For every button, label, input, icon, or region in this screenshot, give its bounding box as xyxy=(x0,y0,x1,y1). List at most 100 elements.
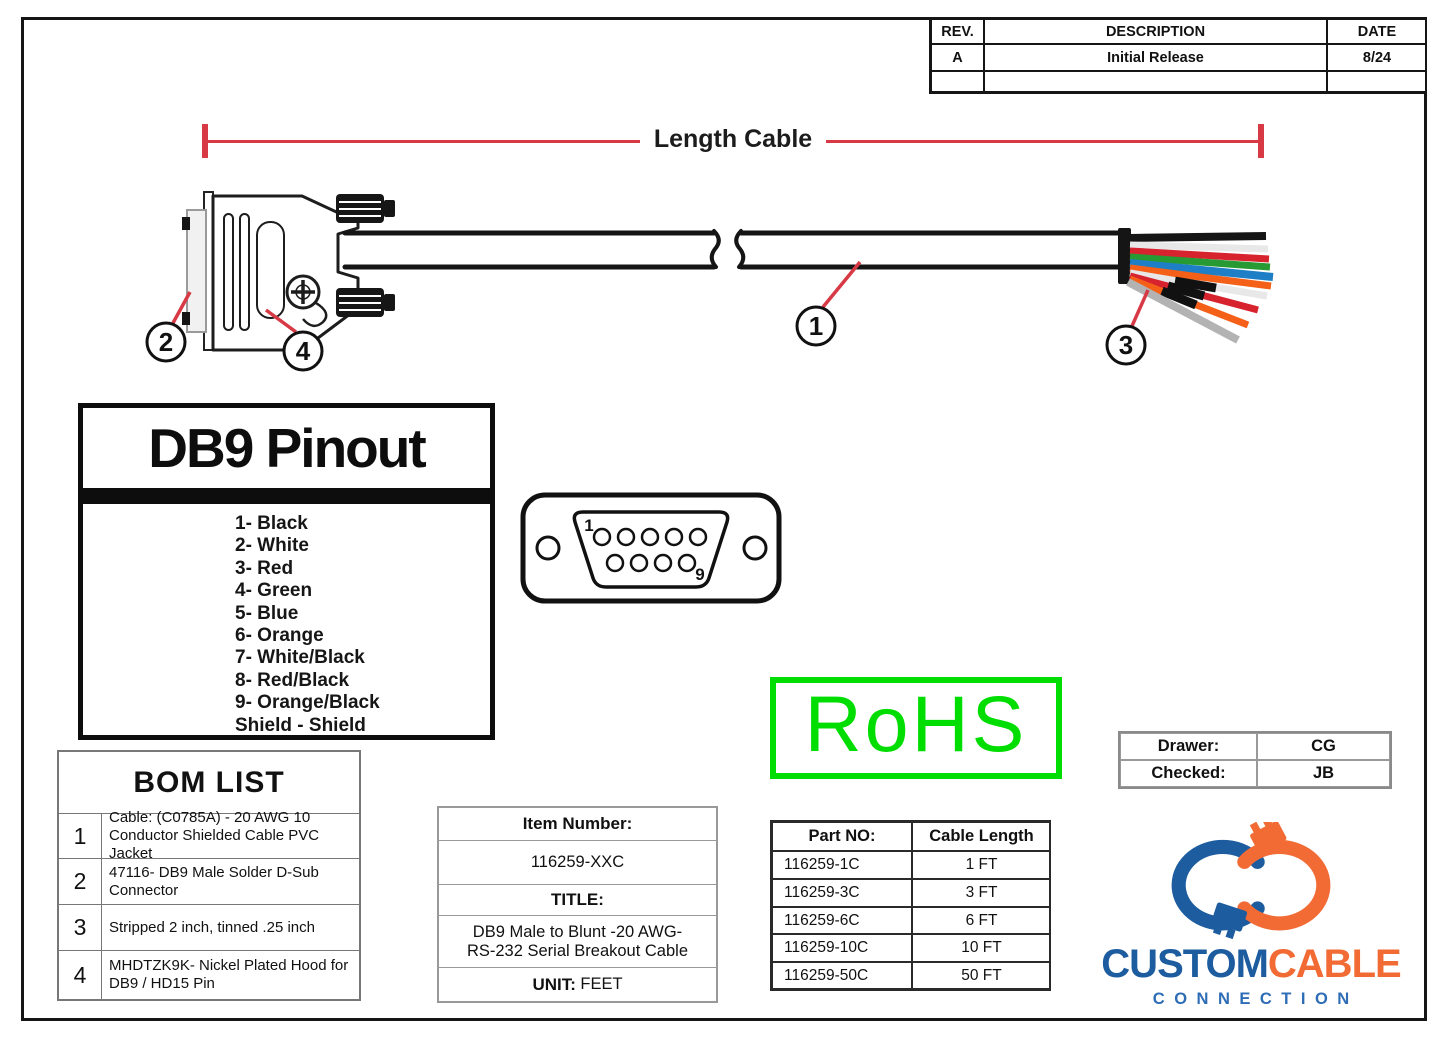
mounting-hole-right xyxy=(742,535,768,561)
rev-row-rev: A xyxy=(931,44,984,71)
cable-length: 50 FT xyxy=(912,962,1051,989)
pinout-line-5: 5- Blue xyxy=(235,602,299,624)
company-logo: CUSTOMCABLE CONNECTION xyxy=(1085,822,1417,1020)
rev-empty-date xyxy=(1327,71,1427,92)
pinout-divider-band xyxy=(83,488,490,504)
bom-item-desc: 47116- DB9 Male Solder D-Sub Connector xyxy=(102,859,359,905)
strain-relief-loop xyxy=(302,301,328,328)
rohs-badge: RoHS xyxy=(770,677,1062,779)
pinout-line-shield: Shield - Shield xyxy=(235,714,366,736)
cable-assembly-drawing: 2 4 1 3 xyxy=(145,191,1274,372)
pinout-line-9: 9- Orange/Black xyxy=(235,692,380,714)
rev-empty-description xyxy=(984,71,1327,92)
wire-blue xyxy=(1129,259,1274,281)
wire-white-black-stripe xyxy=(1174,276,1217,293)
orange-plug xyxy=(1249,822,1287,854)
bom-table: BOM LIST 1 Cable: (C0785A) - 20 AWG 10 C… xyxy=(57,750,361,1001)
drawer-value: CG xyxy=(1257,733,1390,760)
pinout-list: 1- Black 2- White 3- Red 4- Green 5- Blu… xyxy=(83,504,490,737)
part-no-header: Part NO: xyxy=(772,822,912,851)
checked-value: JB xyxy=(1257,760,1390,787)
revision-table: REV. DESCRIPTION DATE A Initial Release … xyxy=(929,17,1427,94)
rev-empty-rev xyxy=(931,71,984,92)
unit-label: UNIT: xyxy=(532,974,576,994)
bom-title: BOM LIST xyxy=(59,752,359,814)
cable-break-left xyxy=(709,229,721,269)
unit-value: FEET xyxy=(580,975,623,993)
drawer-label: Drawer: xyxy=(1120,733,1257,760)
wire-orange xyxy=(1129,264,1272,290)
logo-word-connection: CONNECTION xyxy=(1152,990,1359,1008)
callout-4-number: 4 xyxy=(296,336,311,366)
blue-plug xyxy=(1211,902,1248,940)
cable-length: 1 FT xyxy=(912,851,1051,879)
wire-white xyxy=(1129,241,1269,253)
callout-leaders xyxy=(171,260,1150,334)
sheet-border xyxy=(21,17,1427,1021)
bom-item-desc: Cable: (C0785A) - 20 AWG 10 Conductor Sh… xyxy=(102,809,359,862)
connector-tab-bottom xyxy=(182,312,190,325)
breakout-wires xyxy=(1126,232,1274,344)
logo-word-cable: CABLE xyxy=(1267,942,1402,986)
connector-tab-top xyxy=(182,217,190,230)
jacket-end-cap xyxy=(1118,228,1131,284)
pin-9-label: 9 xyxy=(695,565,704,584)
callout-2: 2 xyxy=(145,321,187,363)
approval-table: Drawer: CG Checked: JB xyxy=(1118,731,1392,789)
pins-top-row xyxy=(592,527,708,547)
checked-label: Checked: xyxy=(1120,760,1257,787)
connector-face-plate xyxy=(186,209,207,333)
part-no: 116259-50C xyxy=(772,962,912,989)
thumbscrew-bottom xyxy=(336,288,395,317)
dimension-label: Length Cable xyxy=(653,125,813,153)
title-label: TITLE: xyxy=(439,885,716,916)
dimension-line-right xyxy=(826,139,1258,143)
pinout-title: DB9 Pinout xyxy=(148,417,426,479)
hood-groove-1 xyxy=(223,213,234,331)
pinout-line-1: 1- Black xyxy=(235,513,308,534)
callout-3: 3 xyxy=(1105,324,1147,366)
callout-3-number: 3 xyxy=(1119,330,1133,360)
wire-red-black-stripe xyxy=(1166,281,1206,301)
bom-item-number: 1 xyxy=(59,814,102,859)
db9-face-diagram: 1 9 xyxy=(520,492,782,604)
pinout-line-6: 6- Orange xyxy=(235,625,324,647)
infinity-cable-logo-icon xyxy=(1171,822,1331,940)
dimension-line-left xyxy=(208,139,640,143)
hood-groove-2 xyxy=(239,213,250,331)
wire-black xyxy=(1129,232,1267,242)
pin-1-label: 1 xyxy=(584,516,593,535)
dimension-tick-left xyxy=(202,124,208,158)
thumbscrew-top xyxy=(336,194,395,223)
cable-length: 3 FT xyxy=(912,879,1051,907)
unit-row: UNIT: FEET xyxy=(439,968,716,1001)
cable-length: 6 FT xyxy=(912,907,1051,934)
bom-item-number: 2 xyxy=(59,859,102,905)
part-no: 116259-10C xyxy=(772,934,912,962)
rev-row-date: 8/24 xyxy=(1327,44,1427,71)
logo-wordmark: CUSTOMCABLE xyxy=(1101,942,1402,987)
rev-header-description: DESCRIPTION xyxy=(984,19,1327,44)
bom-item-desc: Stripped 2 inch, tinned .25 inch xyxy=(102,905,359,951)
dimension-tick-right xyxy=(1258,124,1264,158)
callout-1-number: 1 xyxy=(809,311,823,341)
pinout-line-4: 4- Green xyxy=(235,580,313,602)
callout-1: 1 xyxy=(795,305,837,347)
pinout-line-8: 8- Red/Black xyxy=(235,669,350,691)
d-shell-outline xyxy=(572,510,730,589)
wire-red xyxy=(1129,247,1270,263)
callout-4: 4 xyxy=(282,330,324,372)
rev-header-date: DATE xyxy=(1327,19,1427,44)
pinout-line-2: 2- White xyxy=(235,535,309,557)
logo-word-custom: CUSTOM xyxy=(1101,942,1269,986)
wire-green xyxy=(1129,253,1271,271)
bom-item-number: 3 xyxy=(59,905,102,951)
bom-item-number: 4 xyxy=(59,951,102,999)
part-no: 116259-1C xyxy=(772,851,912,879)
rev-header-rev: REV. xyxy=(931,19,984,44)
bom-item-desc: MHDTZK9K- Nickel Plated Hood for DB9 / H… xyxy=(109,957,349,992)
pinout-line-7: 7- White/Black xyxy=(235,647,365,669)
item-number-label: Item Number: xyxy=(439,808,716,841)
db9-connector-side-view xyxy=(182,191,395,352)
part-no: 116259-6C xyxy=(772,907,912,934)
